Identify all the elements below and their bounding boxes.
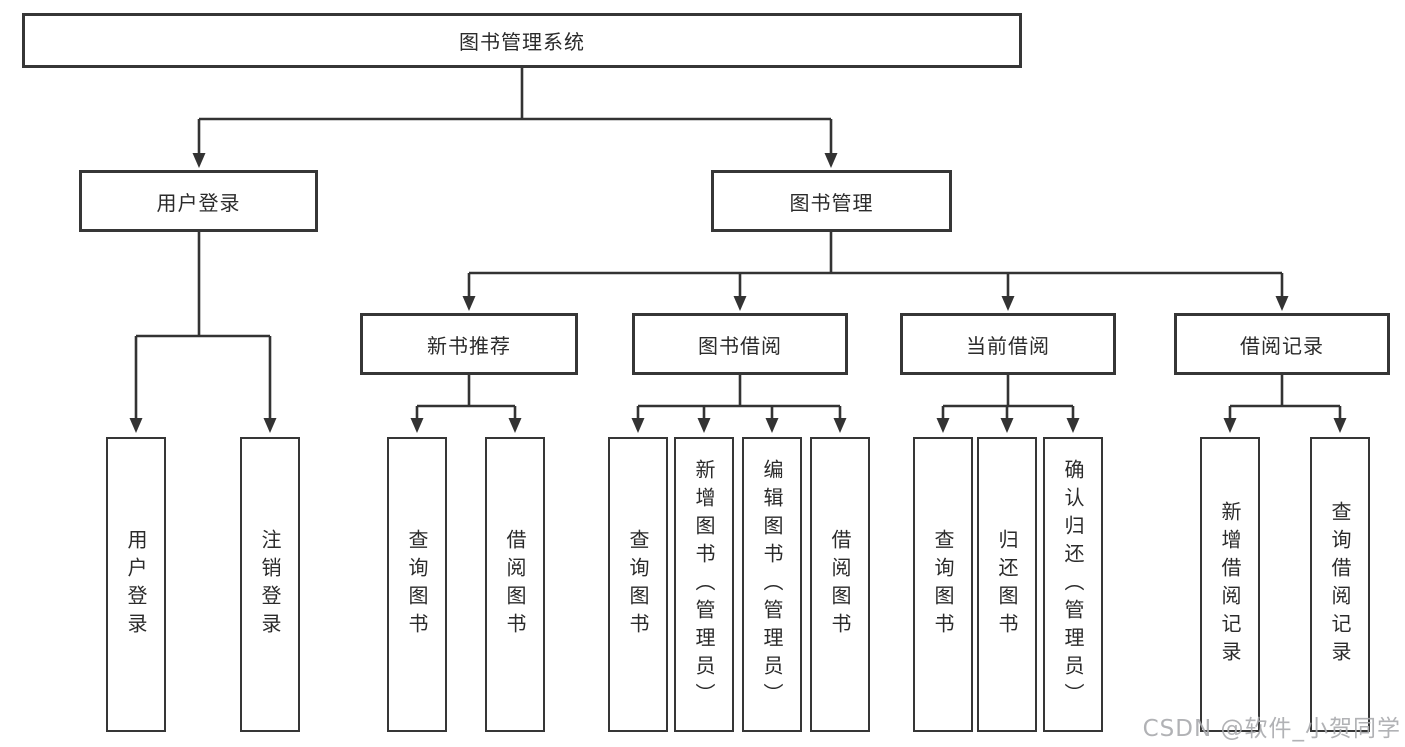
node-borrow-records: 借阅记录 [1174, 313, 1390, 375]
arrow-icon [263, 418, 277, 433]
leaf-label: 查询图书 [626, 528, 650, 641]
arrow-icon [733, 296, 747, 311]
leaf-label: 用户登录 [124, 528, 148, 641]
leaf-label: 查询借阅记录 [1328, 500, 1352, 669]
arrow-icon [192, 153, 206, 168]
leaf-label: 编辑图书（管理员） [760, 458, 784, 711]
arrow-icon [697, 418, 711, 433]
arrow-icon [508, 418, 522, 433]
node-label: 借阅记录 [1240, 333, 1324, 358]
leaf-query-books-borrow: 查询图书 [608, 437, 668, 732]
arrow-icon [1001, 296, 1015, 311]
leaf-label: 归还图书 [995, 528, 1019, 641]
leaf-label: 借阅图书 [828, 528, 852, 641]
arrow-icon [129, 418, 143, 433]
leaf-label: 新增借阅记录 [1218, 500, 1242, 669]
arrow-icon [1066, 418, 1080, 433]
leaf-return-books: 归还图书 [977, 437, 1037, 732]
node-label: 图书借阅 [698, 333, 782, 358]
leaf-label: 新增图书（管理员） [692, 458, 716, 711]
node-user-login: 用户登录 [79, 170, 318, 232]
leaf-label: 查询图书 [931, 528, 955, 641]
node-label: 图书管理 [789, 190, 874, 215]
arrow-icon [824, 153, 838, 168]
leaf-confirm-return-admin: 确认归还（管理员） [1043, 437, 1103, 732]
csdn-watermark: CSDN @软件_小贺同学 [1142, 716, 1401, 742]
node-label: 用户登录 [156, 190, 241, 215]
leaf-label: 查询图书 [405, 528, 429, 641]
leaf-edit-books-admin: 编辑图书（管理员） [742, 437, 802, 732]
leaf-query-borrow-record: 查询借阅记录 [1310, 437, 1370, 732]
node-label: 新书推荐 [427, 333, 511, 358]
node-book-management: 图书管理 [711, 170, 952, 232]
arrow-icon [1333, 418, 1347, 433]
arrow-icon [410, 418, 424, 433]
leaf-label: 借阅图书 [503, 528, 527, 641]
leaf-label: 确认归还（管理员） [1061, 458, 1085, 711]
leaf-user-login: 用户登录 [106, 437, 166, 732]
leaf-add-borrow-record: 新增借阅记录 [1200, 437, 1260, 732]
arrow-icon [1275, 296, 1289, 311]
arrowheads [129, 153, 1347, 433]
leaf-query-books-recommend: 查询图书 [387, 437, 447, 732]
leaf-add-books-admin: 新增图书（管理员） [674, 437, 734, 732]
arrow-icon [462, 296, 476, 311]
arrow-icon [1223, 418, 1237, 433]
node-new-book-recommend: 新书推荐 [360, 313, 578, 375]
node-current-borrow: 当前借阅 [900, 313, 1116, 375]
node-book-borrow: 图书借阅 [632, 313, 848, 375]
leaf-borrow-books: 借阅图书 [810, 437, 870, 732]
arrow-icon [631, 418, 645, 433]
leaf-borrow-books-recommend: 借阅图书 [485, 437, 545, 732]
arrow-icon [1000, 418, 1014, 433]
leaf-label: 注销登录 [258, 528, 282, 641]
arrow-icon [833, 418, 847, 433]
leaf-logout: 注销登录 [240, 437, 300, 732]
node-library-management-system: 图书管理系统 [22, 13, 1022, 68]
node-label: 当前借阅 [966, 333, 1050, 358]
arrow-icon [936, 418, 950, 433]
arrow-icon [765, 418, 779, 433]
leaf-query-books-current: 查询图书 [913, 437, 973, 732]
node-label: 图书管理系统 [459, 30, 585, 54]
